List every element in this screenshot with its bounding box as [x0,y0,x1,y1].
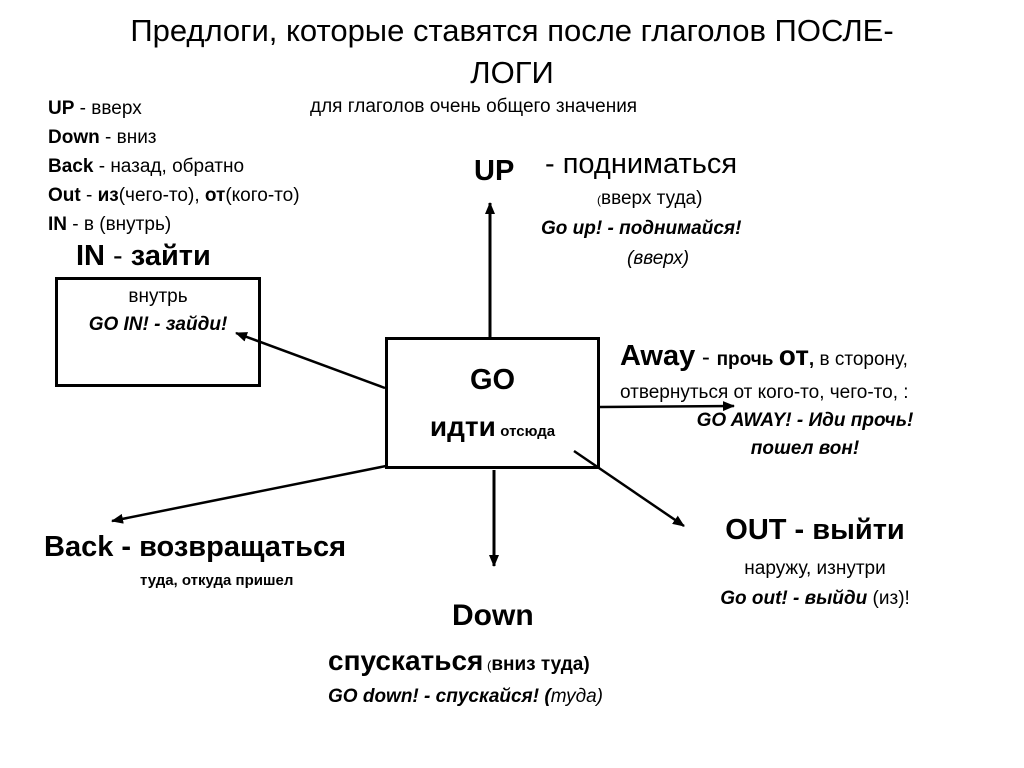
away-example-2: пошел вон! [750,438,860,459]
in-example: GO IN! - зайди! [88,314,228,335]
arrow-away [599,401,735,412]
down-meaning: спускаться (вниз туда) [328,645,590,676]
up-detail: (вверх туда) [597,188,703,209]
legend-item-out: Out - из(чего-то), от(кого-то) [48,185,300,206]
title-line-2: ЛОГИ [470,55,554,90]
out-detail: наружу, изнутри [744,558,886,579]
away-heading: Away - прочь от, в сторону, [620,340,908,372]
away-example-1: GO AWAY! - Иди прочь! [696,410,914,431]
out-example: Go out! - выйди (из)! [720,588,910,609]
go-verb: GO [469,364,516,396]
legend-item-back: Back - назад, обратно [48,156,245,177]
down-key: Down [452,599,534,632]
up-example-note: (вверх) [627,248,690,269]
back-detail: туда, откуда пришел [140,572,294,589]
in-box [55,277,261,387]
out-heading: OUT - выйти [725,514,905,546]
preposition-legend: UP - вверх Down - вниз Back - назад, обр… [48,94,300,239]
legend-item-down: Down - вниз [48,127,157,148]
subtitle: для глаголов очень общего значения [310,96,638,117]
up-meaning: - подниматься [545,148,738,180]
in-heading: IN - зайти [76,240,211,272]
away-line2: отвернуться от кого-то, чего-то, : [620,382,909,403]
arrow-out [573,449,685,528]
legend-item-up: UP - вверх [48,98,142,119]
legend-item-in: IN - в (внутрь) [48,214,172,235]
page-title: Предлоги, которые ставятся после глаголо… [40,10,984,94]
go-box [385,337,600,469]
arrow-back [111,464,387,524]
down-example: GO down! - спускайся! (туда) [328,686,603,707]
up-key: UP [474,155,515,187]
up-example: Go up! - поднимайся! [541,218,742,239]
in-detail: внутрь [128,286,188,307]
go-translation: идти отсюда [429,411,556,442]
title-line-1: Предлоги, которые ставятся после глаголо… [130,13,894,48]
back-heading: Back - возвращаться [44,531,346,563]
